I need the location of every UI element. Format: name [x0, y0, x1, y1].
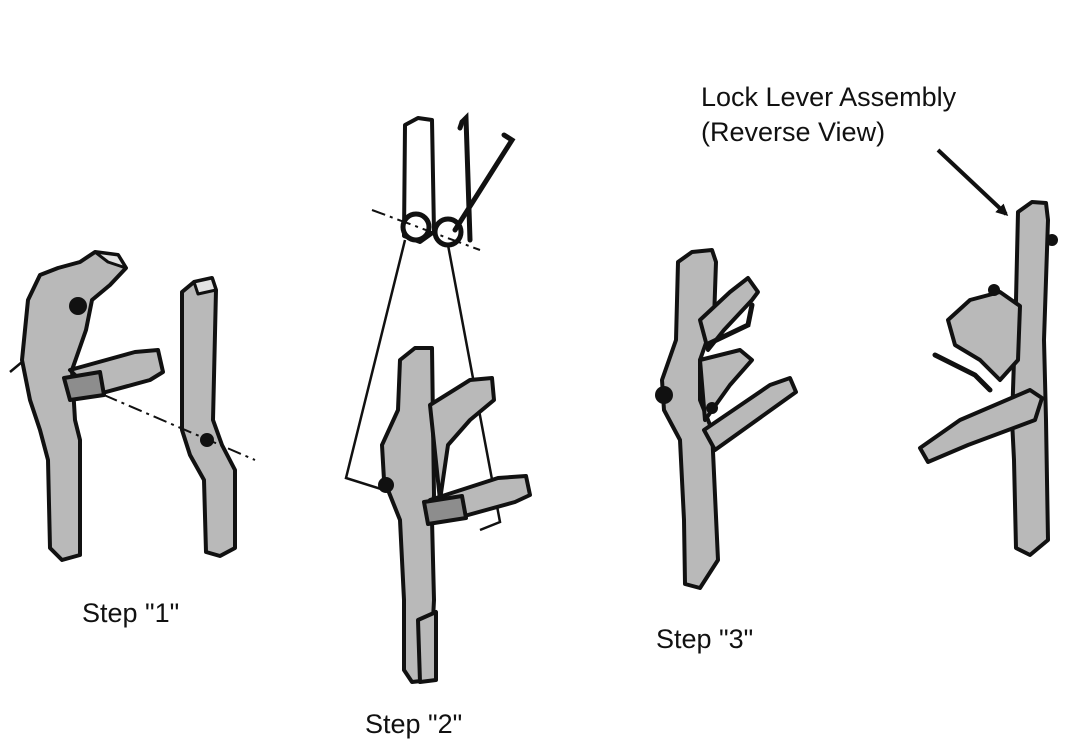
callout-title: Lock Lever Assembly [701, 82, 957, 112]
step1-plate [180, 276, 237, 558]
step3-label: Step "3" [656, 624, 754, 654]
step3-drawing [655, 248, 798, 590]
callout-arrow [936, 148, 1009, 217]
step3-lever-assembly [655, 248, 798, 590]
step2-projection-left [344, 239, 407, 492]
step2-drawing [344, 112, 532, 684]
step1-hook-lever [9, 250, 165, 562]
step2-label: Step "2" [365, 709, 463, 739]
step2-lever-assembly [378, 346, 532, 684]
step2-projection-right [446, 244, 502, 532]
step2-spring-detail [371, 112, 516, 251]
callout-subtitle: (Reverse View) [701, 117, 886, 147]
reverse-view-drawing [918, 148, 1058, 557]
step1-label: Step "1" [82, 598, 180, 628]
step1-axis-line [103, 394, 256, 461]
reverse-view-lever-assembly [918, 200, 1058, 557]
step1-drawing [9, 250, 256, 562]
